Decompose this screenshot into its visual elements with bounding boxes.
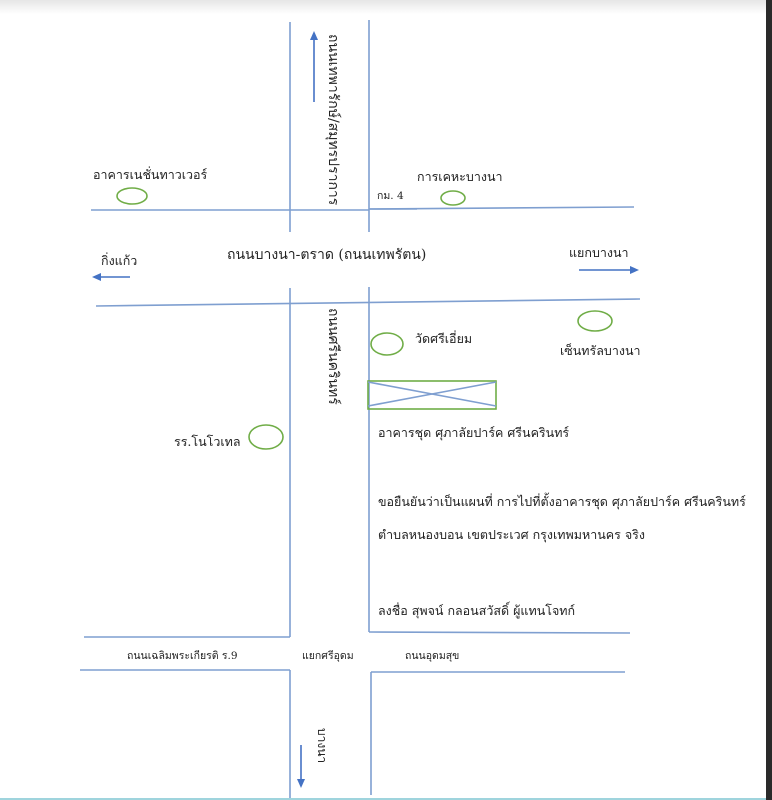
south-arrowhead-icon bbox=[297, 779, 305, 788]
intersection-label: แยกศรีอุดม bbox=[302, 650, 354, 662]
certification-line-1: ขอยืนยันว่าเป็นแผนที่ การไปที่ตั้งอาคารช… bbox=[378, 494, 746, 509]
east-arrowhead-icon bbox=[630, 266, 639, 274]
certification-line-2: ตำบลหนองบอน เขตประเวศ กรุงเทพมหานคร จริง bbox=[378, 527, 645, 542]
central-label: เซ็นทรัลบางนา bbox=[560, 343, 641, 358]
nation-tower-label: อาคารเนชั่นทาวเวอร์ bbox=[93, 167, 208, 182]
west-direction-label: กิ่งแก้ว bbox=[101, 253, 138, 268]
block-right-bottom-edge bbox=[368, 631, 631, 634]
page-top-shadow bbox=[0, 0, 766, 14]
north-arrowhead-icon bbox=[310, 31, 318, 40]
central-marker-icon bbox=[577, 310, 613, 332]
condo-label: อาคารชุด ศุภาลัยปาร์ค ศรีนครินทร์ bbox=[378, 425, 570, 440]
north-road-label: ถนนเทพารักษ์/สมุทรปราการ bbox=[325, 34, 341, 206]
main-road-label: ถนนบางนา-ตราด (ถนนเทพรัตน) bbox=[227, 247, 427, 263]
west-arrowhead-icon bbox=[92, 273, 101, 281]
housing-authority-label: การเคหะบางนา bbox=[417, 169, 503, 184]
signature-line: ลงชื่อ สุพจน์ กลอนสวัสดิ์ ผู้แทนโจทก์ bbox=[378, 603, 576, 618]
bottom-right-road-label: ถนนอุดมสุข bbox=[405, 650, 460, 662]
novotel-label: รร.โนโวเทล bbox=[174, 434, 241, 449]
housing-authority-marker-icon bbox=[440, 190, 466, 206]
bottom-left-road-label: ถนนเฉลิมพระเกียรติ ร.9 bbox=[127, 650, 238, 662]
east-direction-label: แยกบางนา bbox=[569, 245, 629, 260]
srinakarin-road-label: ถนนศรีนครินทร์ bbox=[325, 308, 341, 405]
km-marker-label: กม. 4 bbox=[377, 190, 404, 202]
nation-tower-marker-icon bbox=[116, 187, 148, 205]
window-right-edge bbox=[766, 0, 772, 800]
main-road-bottom-edge bbox=[95, 298, 641, 307]
wat-marker-icon bbox=[370, 332, 404, 356]
condo-building-marker-icon bbox=[367, 380, 497, 410]
novotel-marker-icon bbox=[248, 424, 284, 450]
wat-label: วัดศรีเอี่ยม bbox=[415, 331, 473, 346]
condo-marker-cross-b bbox=[367, 381, 497, 407]
page-bottom-border bbox=[0, 798, 766, 800]
bottom-south-road-label: บางนา bbox=[315, 728, 329, 764]
